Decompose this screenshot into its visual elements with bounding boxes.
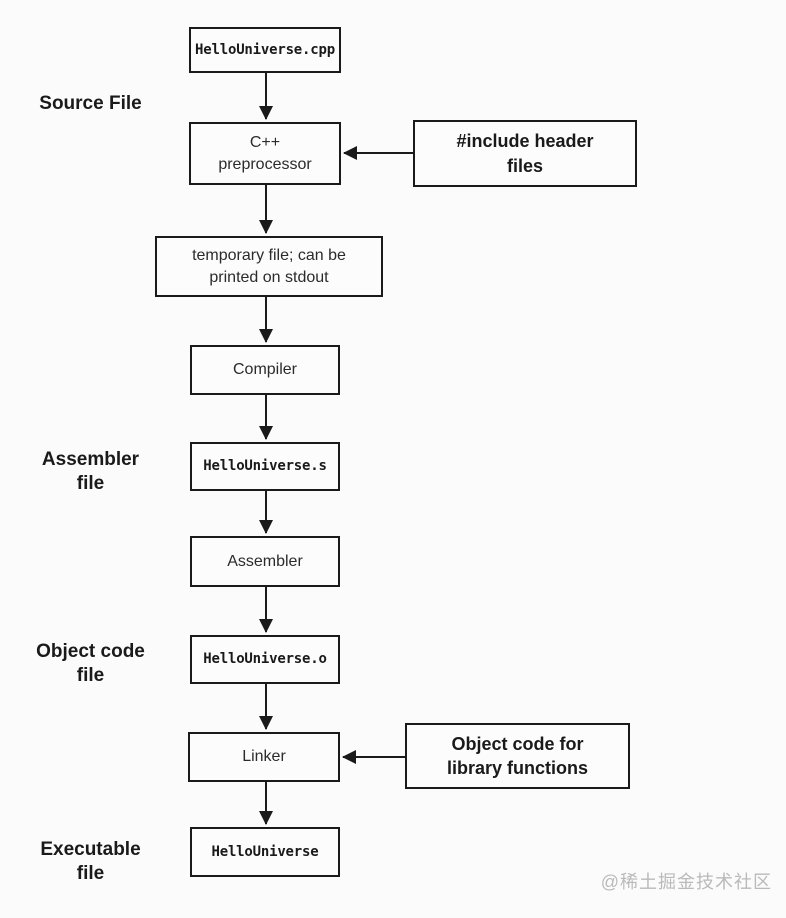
node-compiler: Compiler — [190, 345, 340, 395]
node-label: Assembler — [227, 552, 303, 570]
note-label: #include header files — [456, 131, 594, 176]
stage-label-object-code-file: Object code file — [36, 641, 145, 686]
note-include-header-files: #include header files — [413, 120, 637, 187]
node-cpp-preprocessor: C++ preprocessor — [189, 122, 341, 185]
node-label: HelloUniverse.o — [203, 651, 327, 668]
watermark-text: @稀土掘金技术社区 — [600, 872, 772, 892]
node-label: HelloUniverse.s — [203, 458, 327, 475]
note-label: Object code for library functions — [446, 733, 589, 778]
node-cpp-source-file: HelloUniverse.cpp — [189, 27, 341, 73]
node-assembly-file: HelloUniverse.s — [190, 442, 340, 491]
stage-label-executable-file: Executable file — [40, 839, 141, 884]
node-label: Linker — [242, 748, 286, 766]
node-label: HelloUniverse.cpp — [195, 41, 335, 58]
node-label: C++ preprocessor — [218, 134, 312, 173]
node-object-file: HelloUniverse.o — [190, 635, 340, 684]
node-label: Compiler — [232, 361, 297, 379]
note-object-code-library-functions: Object code for library functions — [405, 723, 630, 789]
node-label: temporary file; can be printed on stdout — [192, 247, 346, 286]
node-assembler: Assembler — [190, 536, 340, 587]
node-linker: Linker — [188, 732, 340, 782]
node-label: HelloUniverse — [211, 843, 319, 860]
stage-label-assembler-file: Assembler file — [41, 449, 140, 494]
node-temporary-file: temporary file; can be printed on stdout — [155, 236, 383, 297]
node-executable: HelloUniverse — [190, 827, 340, 877]
stage-label-source-file: Source File — [39, 93, 142, 114]
